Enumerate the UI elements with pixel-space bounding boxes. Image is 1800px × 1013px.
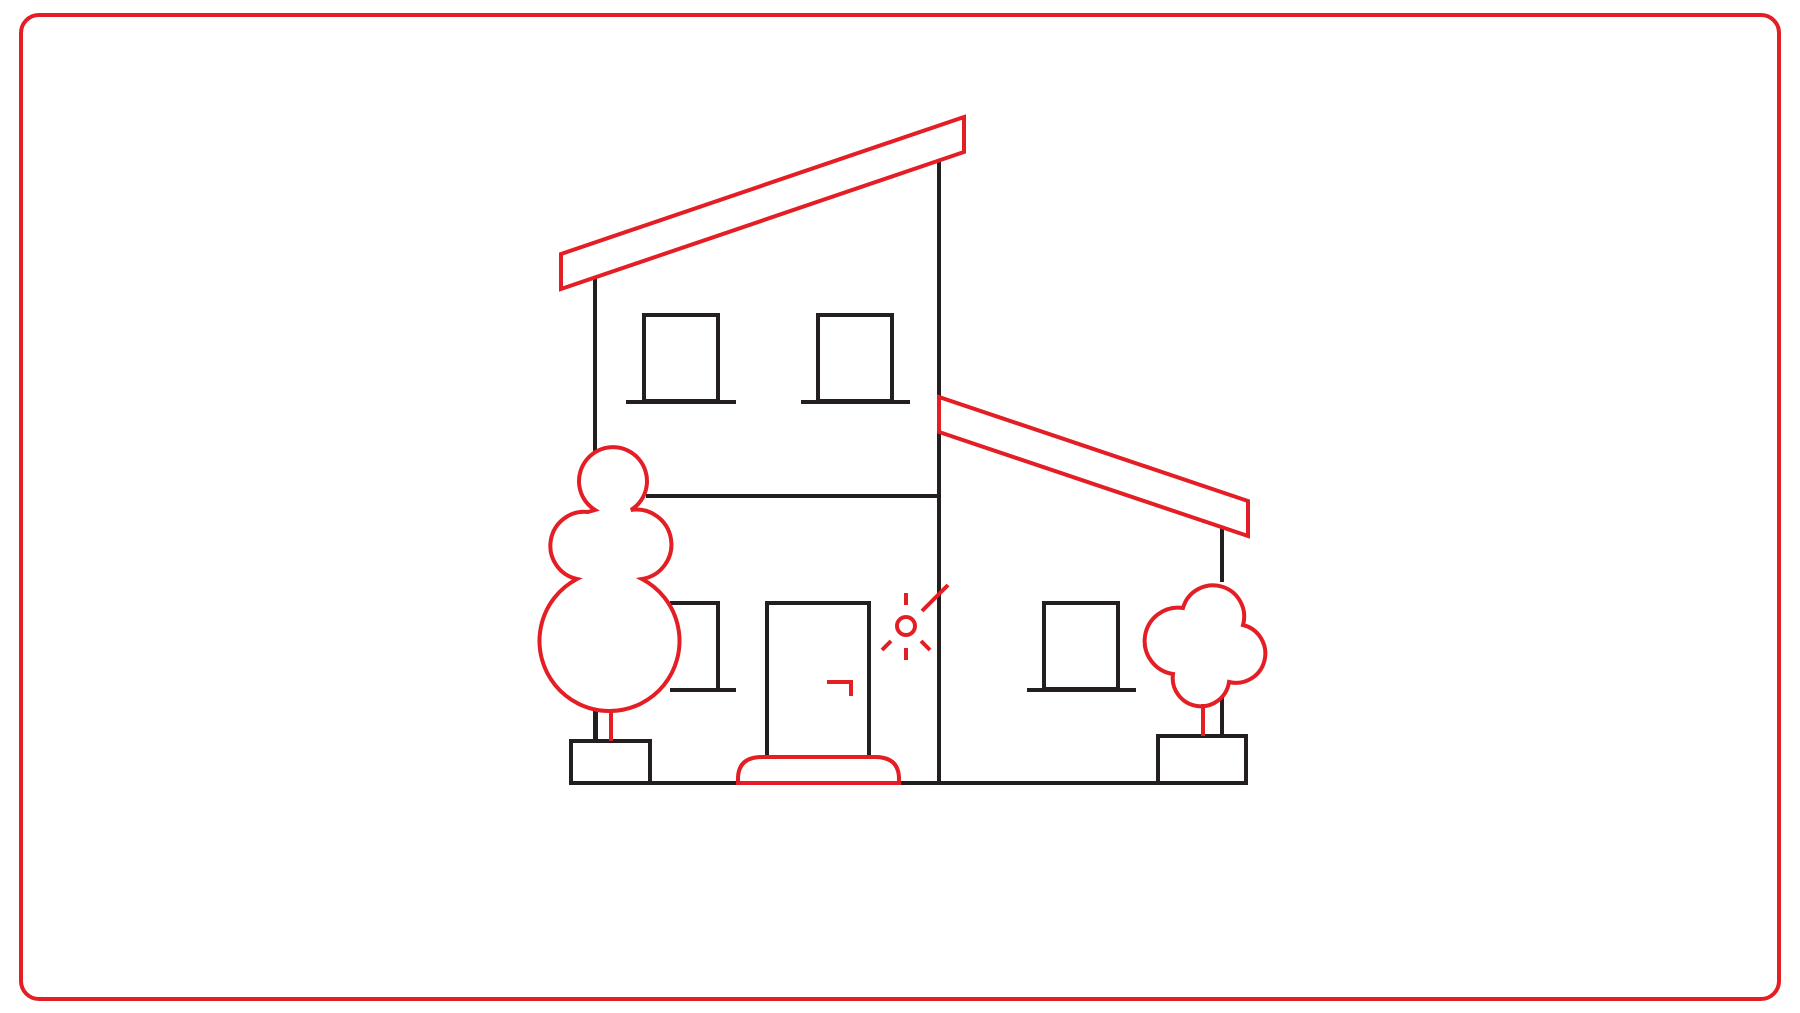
window-upper-right xyxy=(816,313,894,403)
house-accents xyxy=(537,114,1268,785)
planter-left xyxy=(569,739,652,785)
lamp-arm xyxy=(920,583,950,613)
window-upper-left xyxy=(642,313,720,403)
tree-left-crown xyxy=(537,445,682,713)
lamp-ray-right xyxy=(919,639,932,652)
planter-right xyxy=(1156,734,1248,785)
house-body xyxy=(569,162,1248,785)
frame-border xyxy=(19,13,1781,1001)
door-handle xyxy=(827,680,853,696)
window-lower-right xyxy=(1042,601,1120,691)
front-door xyxy=(765,601,871,757)
roof-lower xyxy=(937,394,1250,539)
roof-upper xyxy=(559,114,966,292)
lamp-bulb xyxy=(895,615,917,637)
lamp-ray-left xyxy=(880,639,893,652)
tree-right-crown xyxy=(1142,583,1268,709)
window-lower-left xyxy=(670,601,720,689)
door-step xyxy=(736,755,901,785)
